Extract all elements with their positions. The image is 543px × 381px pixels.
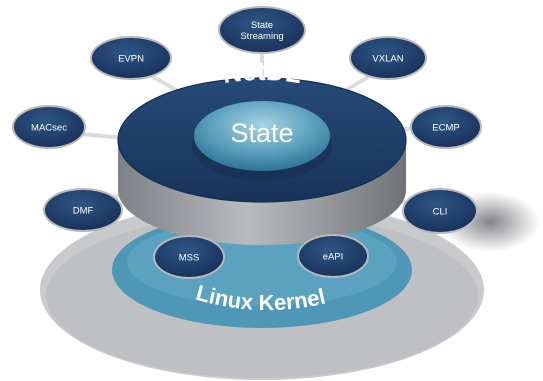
node-macsec: MACsec [12, 105, 86, 149]
state-center [194, 101, 330, 171]
node-dmf: DMF [43, 188, 123, 232]
node-dmf-label: DMF [73, 206, 94, 217]
node-evpn-body [92, 38, 170, 78]
node-cli-body [404, 190, 476, 232]
node-ecmp-body [412, 107, 480, 147]
node-ecmp: ECMP [410, 105, 482, 149]
node-mss: MSS [153, 235, 225, 279]
node-cli-label: CLI [433, 207, 448, 218]
node-state-streaming-body [220, 8, 304, 52]
node-vxlan-body [351, 38, 425, 78]
node-ecmp-label: ECMP [432, 123, 459, 134]
node-mss-label: MSS [179, 253, 200, 264]
netdl-cylinder-top-rim [117, 77, 407, 203]
node-dmf-body [45, 190, 121, 230]
node-state-streaming-label: Streaming [240, 31, 283, 42]
node-state-streaming-label: State [251, 20, 273, 31]
node-mss-body [155, 237, 223, 277]
node-macsec-label: MACsec [31, 123, 67, 134]
node-evpn: EVPN [90, 36, 172, 80]
node-eapi-label: eAPI [323, 252, 344, 263]
node-cli: CLI [402, 188, 478, 234]
node-macsec-body [14, 107, 84, 147]
node-vxlan: VXLAN [349, 36, 427, 80]
state-center-label: State [230, 118, 293, 148]
node-vxlan-label: VXLAN [372, 54, 403, 65]
feature-nodes: StateStreamingVXLANECMPCLIEVPNMACsecDMFM… [12, 6, 482, 279]
node-eapi-body [299, 236, 367, 276]
node-eapi: eAPI [297, 234, 369, 278]
netdl-title: NetDL [221, 56, 304, 89]
node-evpn-label: EVPN [118, 54, 144, 65]
